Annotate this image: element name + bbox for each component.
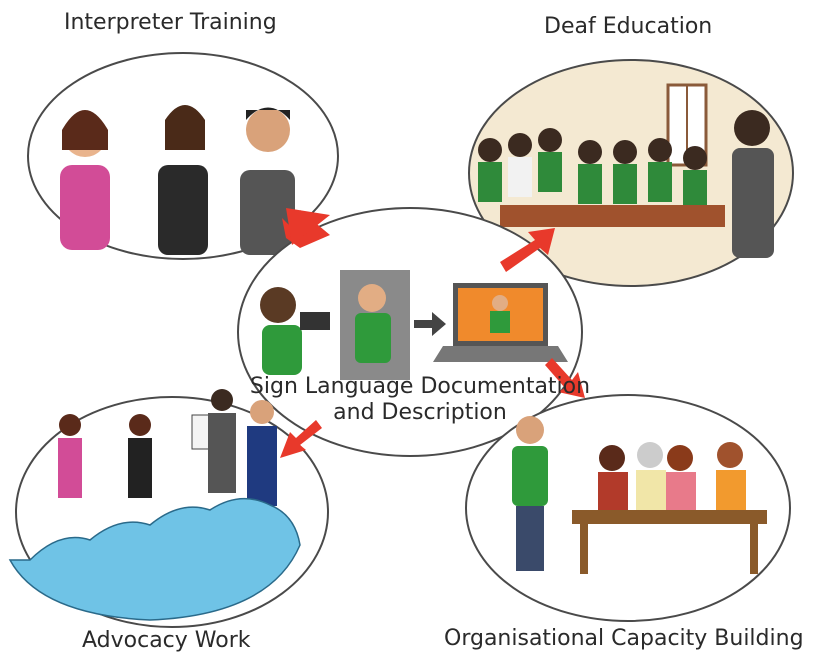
arrow-to-deaf-education: [500, 228, 555, 272]
camera-operator-figure: [260, 287, 330, 375]
center-panel: [237, 207, 583, 457]
flow-arrow-icon: [414, 312, 446, 336]
crowd-illustration: [8, 497, 301, 621]
center-title-line2: and Description: [333, 400, 507, 425]
laptop-icon: [433, 283, 568, 362]
interpreter-training-panel: [27, 52, 339, 260]
trainer-figure: [60, 110, 110, 250]
student-figure: [240, 107, 295, 255]
presenter-figure: [512, 416, 548, 571]
meeting-table: [572, 510, 767, 524]
label-interpreter-training: Interpreter Training: [64, 10, 277, 35]
desk-row: [500, 205, 725, 227]
label-advocacy-work: Advocacy Work: [82, 628, 251, 653]
teacher-figure: [732, 110, 774, 258]
center-title: Sign Language Documentation and Descript…: [230, 374, 610, 426]
students-group: [478, 128, 707, 210]
interpreter-figure: [158, 105, 208, 255]
arrow-to-advocacy-work: [280, 420, 322, 458]
advocacy-work-panel: [8, 389, 329, 628]
arrow-to-interpreter-training: [282, 208, 330, 248]
signer-figure: [355, 284, 391, 363]
speakers-group: [58, 389, 277, 506]
center-title-line1: Sign Language Documentation: [249, 374, 591, 399]
label-org-capacity: Organisational Capacity Building: [444, 626, 804, 651]
participants-group: [598, 442, 746, 512]
label-deaf-education: Deaf Education: [544, 14, 713, 39]
org-capacity-panel: [465, 394, 791, 622]
video-camera-icon: [300, 312, 330, 330]
arrow-to-org-capacity: [545, 358, 585, 398]
